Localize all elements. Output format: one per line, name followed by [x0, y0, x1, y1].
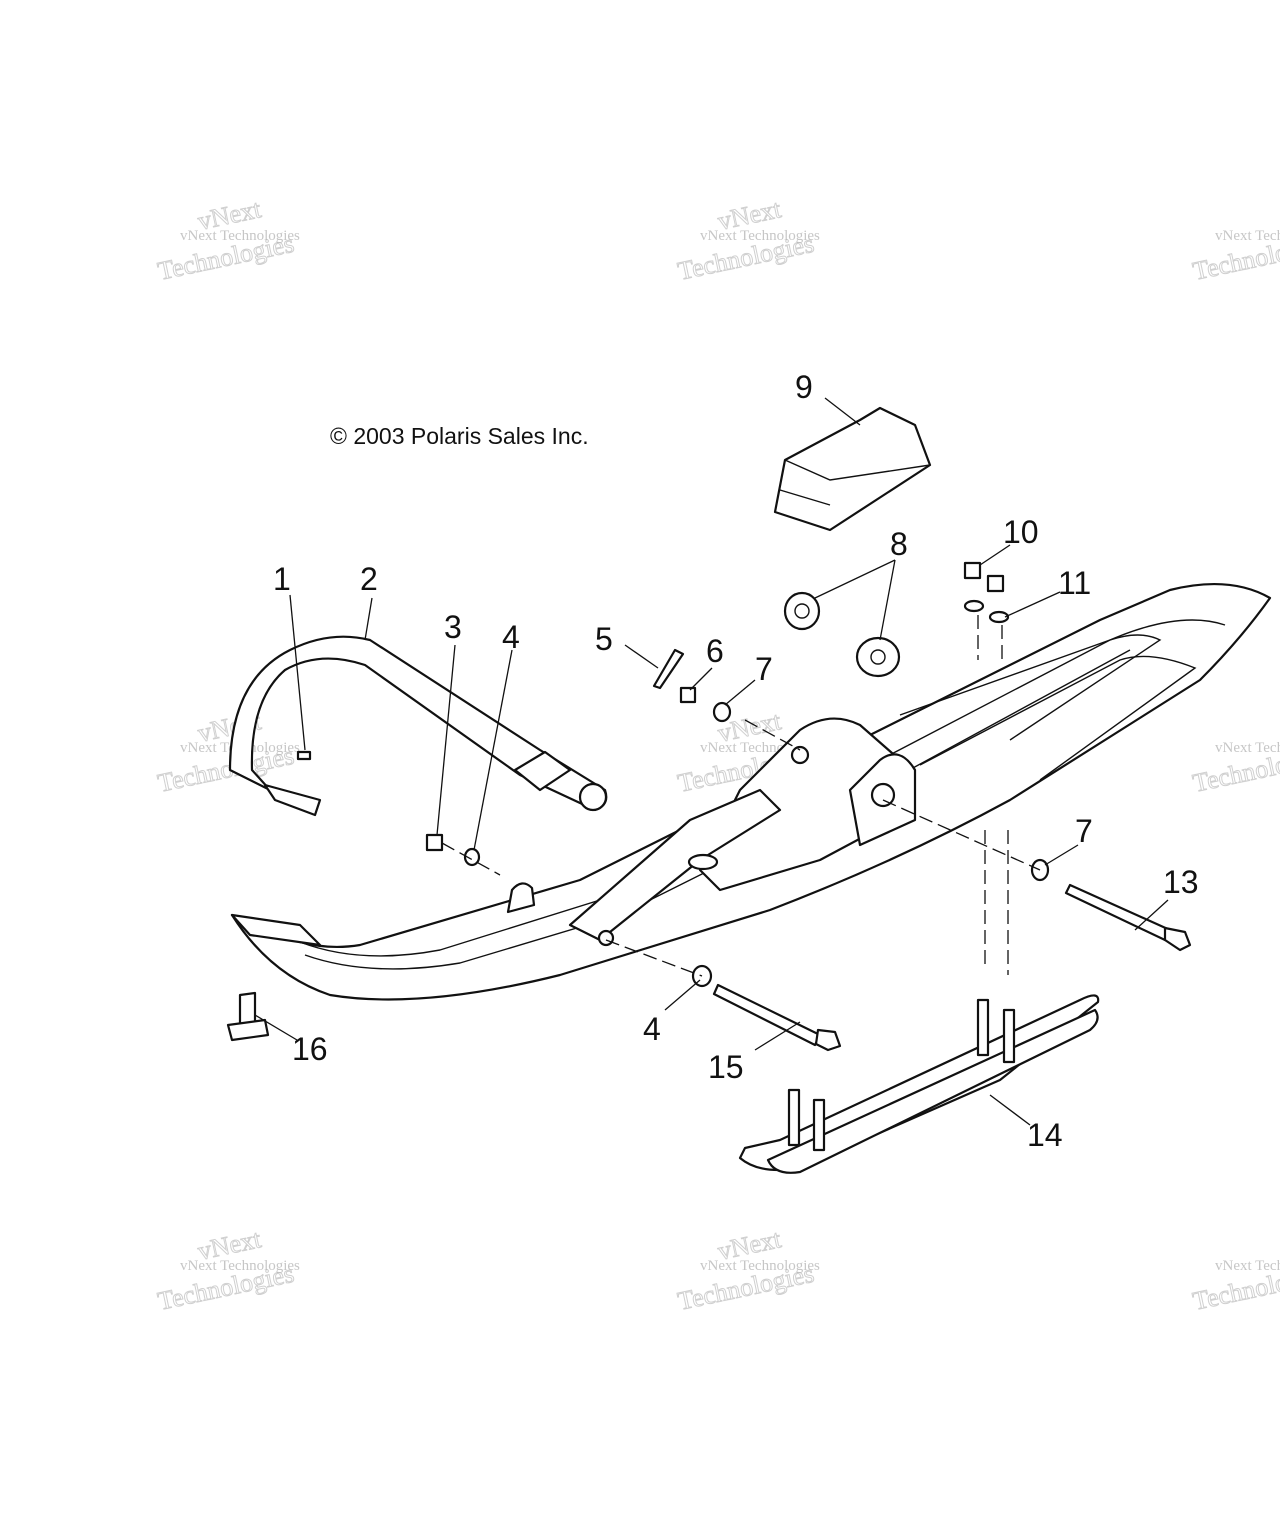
nut-icon — [679, 686, 697, 704]
washer-icon — [963, 599, 985, 613]
ski-saddle-icon — [773, 406, 932, 532]
fastener-group — [226, 561, 1192, 1052]
callout-label: 7 — [1075, 813, 1093, 849]
cotter-pin-icon — [652, 648, 685, 690]
callout-label: 5 — [595, 621, 613, 657]
callout-label: 14 — [1027, 1117, 1063, 1153]
bolt-icon — [712, 983, 822, 1047]
carbide-runner-icon — [738, 994, 1100, 1174]
ski-wear-bar-icon — [263, 750, 322, 817]
watermark-text: vNext Technologies — [1215, 740, 1280, 756]
callout-label: 1 — [273, 561, 291, 597]
callout-label: 4 — [643, 1011, 661, 1047]
lock-nut-icon — [963, 561, 982, 580]
watermark-text: vNext Technologies — [180, 228, 300, 244]
callout-label: 11 — [1058, 565, 1091, 601]
callout-label: 10 — [1003, 514, 1039, 550]
callout-labels: 1 2 3 4 5 6 7 8 9 10 11 13 4 15 14 7 16 — [273, 369, 1199, 1153]
watermark-text: vNext Technologies — [700, 1258, 820, 1274]
callout-label: 2 — [360, 561, 378, 597]
washer-icon — [712, 701, 732, 723]
watermark-text: vNext Technologies — [700, 228, 820, 244]
lock-nut-icon — [986, 574, 1005, 593]
bushing-icon — [783, 591, 821, 631]
watermark-group: vNext Technologies Technologies vNext vN… — [155, 194, 1280, 1317]
callout-label: 3 — [444, 609, 462, 645]
callout-label: 16 — [292, 1031, 328, 1067]
watermark-text: vNext Technologies — [1215, 228, 1280, 244]
washer-icon — [463, 847, 481, 867]
callout-label: 13 — [1163, 864, 1199, 900]
copyright-text: © 2003 Polaris Sales Inc. — [330, 423, 589, 449]
callout-label: 9 — [795, 369, 813, 405]
washer-icon — [988, 610, 1010, 624]
watermark-text: vNext Technologies — [180, 1258, 300, 1274]
ski-loop-handle-icon — [228, 635, 608, 812]
ski-body-icon — [230, 583, 1272, 1001]
callout-label: 8 — [890, 526, 908, 562]
bushing-icon — [855, 636, 901, 678]
callout-label: 6 — [706, 633, 724, 669]
callout-label: 15 — [708, 1049, 744, 1085]
watermark-text: vNext Technologies — [1215, 1258, 1280, 1274]
leader-lines — [254, 397, 1169, 1126]
callout-label: 7 — [755, 651, 773, 687]
lock-nut-icon — [425, 833, 444, 852]
callout-label: 4 — [502, 619, 520, 655]
alignment-lines — [441, 615, 1041, 977]
